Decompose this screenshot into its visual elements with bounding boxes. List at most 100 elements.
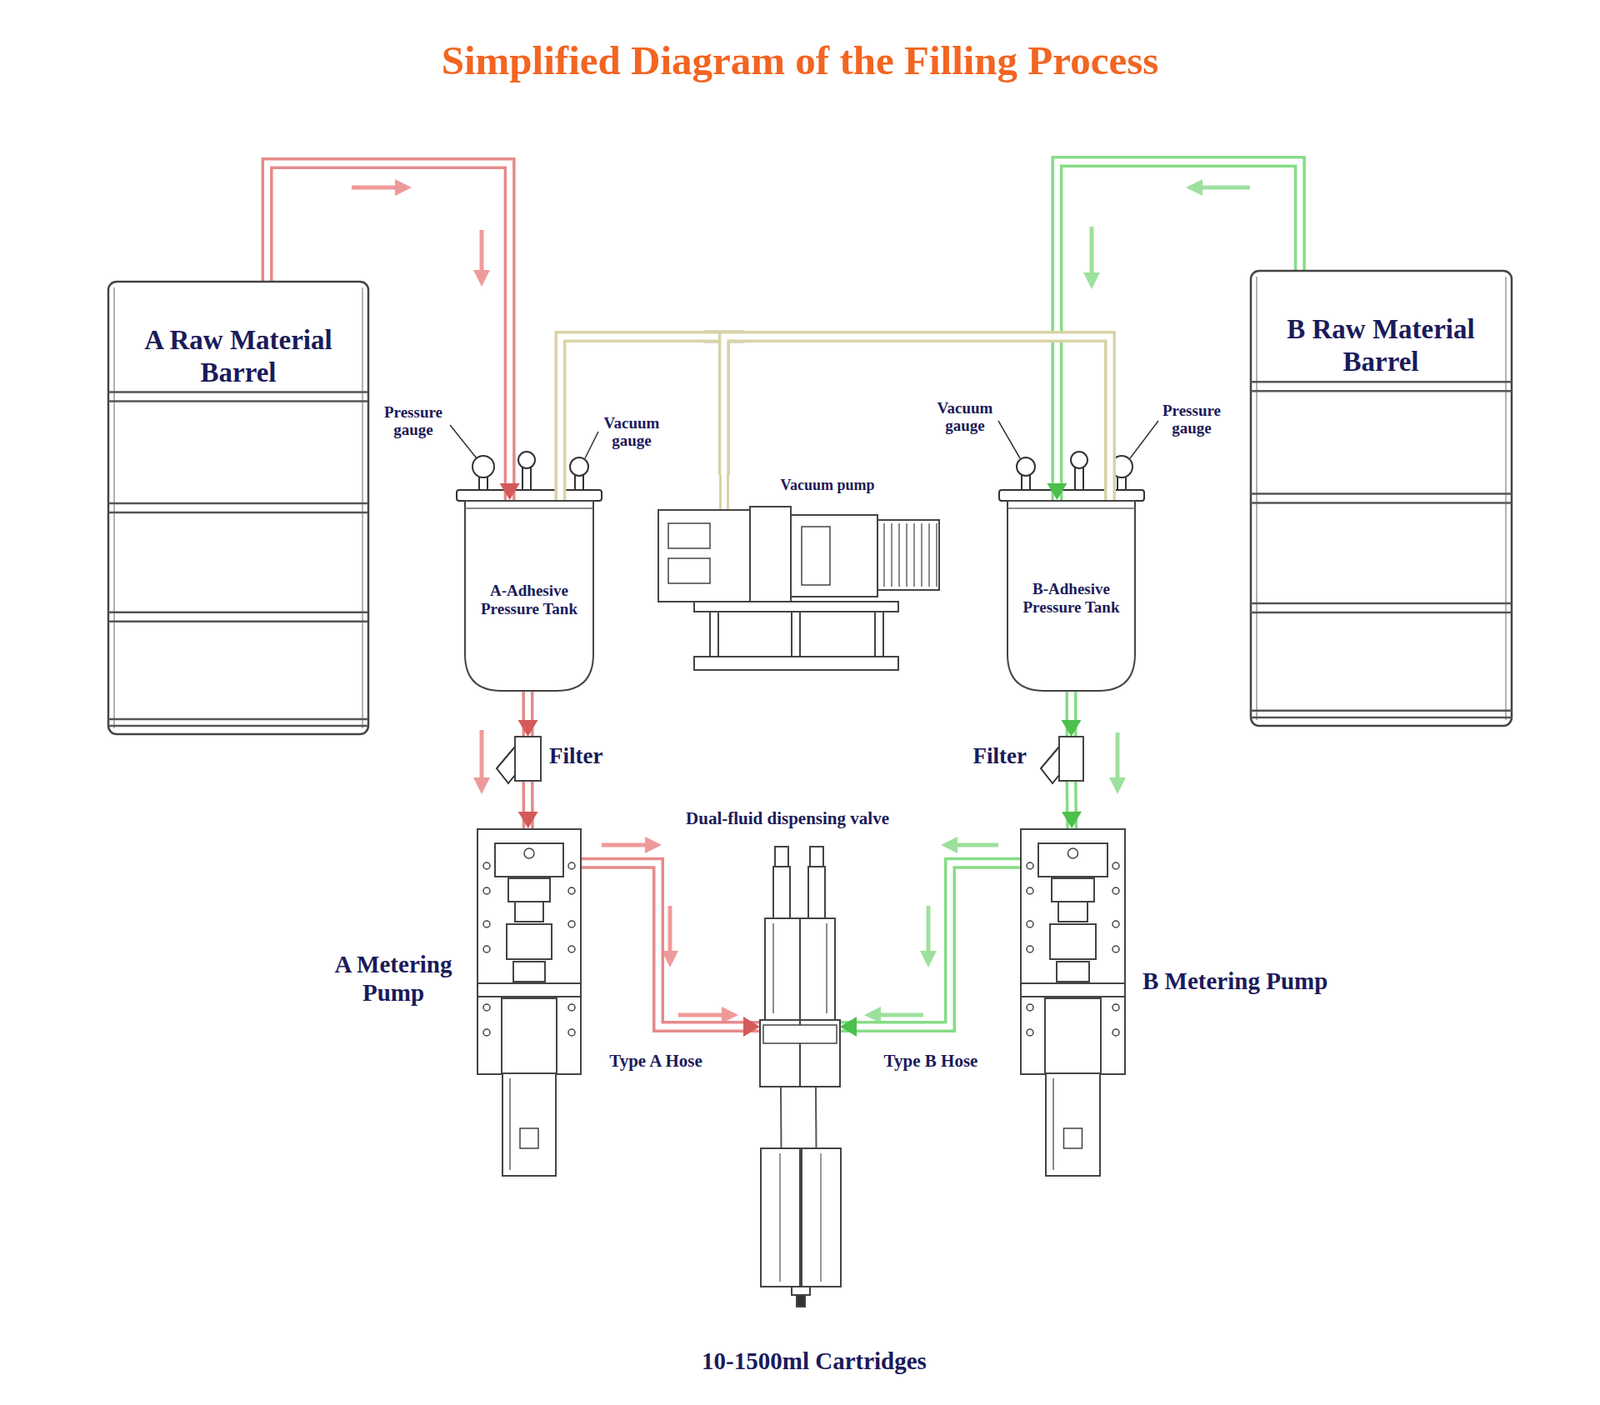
frame-hole xyxy=(1112,945,1120,953)
barrel-node: B Raw Material Barrel xyxy=(1250,270,1513,727)
column-line xyxy=(825,923,828,1014)
arrow-head xyxy=(500,483,520,500)
pump-frame xyxy=(477,829,581,1075)
tank-outline xyxy=(465,500,594,691)
filter-node: Filter xyxy=(515,736,541,781)
cart-shape xyxy=(760,1148,842,1307)
tank-rim xyxy=(1007,507,1135,510)
frame-hole xyxy=(568,1029,575,1036)
tank-rim xyxy=(465,507,594,510)
nozzle-body xyxy=(773,866,790,919)
frame-hole xyxy=(1112,862,1120,870)
frame-hole xyxy=(483,1004,490,1011)
fin-line xyxy=(898,523,900,587)
node-label: A Raw Material Barrel xyxy=(134,324,343,390)
base-foot xyxy=(694,656,899,670)
nozzle-tip xyxy=(810,846,824,867)
frame-hole xyxy=(483,945,490,953)
valve-column xyxy=(800,918,835,1020)
base-plate xyxy=(694,601,899,612)
gauge-label: Vacuum gauge xyxy=(585,414,678,450)
nozzle-tip xyxy=(775,846,789,867)
barrel-band xyxy=(108,502,369,505)
pump-coupling xyxy=(1056,961,1090,982)
inlet-port xyxy=(524,848,535,859)
flow-arrow xyxy=(949,843,999,848)
motor-line xyxy=(1052,1078,1055,1170)
base-leg xyxy=(710,611,719,657)
flow-arrow xyxy=(351,185,404,190)
pump-head xyxy=(1038,843,1108,877)
pump-gear xyxy=(515,901,544,922)
barrel-edge xyxy=(113,287,115,729)
filter-shape xyxy=(1059,736,1084,781)
cartridge-tip xyxy=(796,1295,805,1307)
cartridge-nozzle xyxy=(791,1286,810,1295)
gauge-stem xyxy=(1021,475,1030,490)
tube-line xyxy=(820,1153,822,1282)
hose-label: Type B Hose xyxy=(884,1050,979,1072)
pipe-outer xyxy=(840,863,1020,1027)
pipe-connector xyxy=(724,336,1110,500)
pump-body xyxy=(501,998,557,1074)
frame-hole xyxy=(483,862,490,870)
barrel-edge xyxy=(1505,276,1507,720)
frame-hole xyxy=(1026,1029,1034,1036)
pump-gear xyxy=(508,878,550,902)
barrel-node: A Raw Material Barrel xyxy=(107,280,370,735)
node-label: Dual-fluid dispensing valve xyxy=(654,808,921,830)
barrel-outline xyxy=(108,281,369,735)
pump-coupling xyxy=(513,961,545,982)
arrow-head xyxy=(517,720,538,737)
frame-hole xyxy=(1026,1004,1034,1011)
hose-label: Type A Hose xyxy=(609,1050,703,1072)
node-label: Vacuum pump xyxy=(765,476,890,495)
barrel-band xyxy=(1250,492,1512,495)
frame-hole xyxy=(483,920,490,928)
barrel-band xyxy=(1250,602,1512,605)
pipe-line xyxy=(780,1086,783,1149)
vpump-shape xyxy=(658,475,940,672)
nozzle-body xyxy=(808,866,825,919)
pipe-connector xyxy=(518,780,539,829)
frame-hole xyxy=(1112,920,1120,928)
valve-shape xyxy=(760,846,840,1087)
pump-panel xyxy=(668,523,710,549)
valve-stem xyxy=(522,466,531,490)
arrow-head xyxy=(840,1016,857,1037)
motor-port xyxy=(520,1128,539,1149)
filter-body xyxy=(1059,736,1084,781)
leader-line xyxy=(998,420,1020,459)
arrow-head xyxy=(518,811,539,829)
lid-plate xyxy=(456,490,602,501)
arrow-head xyxy=(1046,483,1067,500)
pipe-line xyxy=(815,1086,818,1149)
node-label: Filter xyxy=(943,743,1027,770)
filter-drain xyxy=(496,746,515,784)
barrel-band xyxy=(108,390,369,394)
tank-node: B-Adhesive Pressure Tank xyxy=(1006,500,1136,692)
frame-hole xyxy=(1026,920,1034,928)
frame-hole xyxy=(483,1029,490,1036)
frame-hole xyxy=(568,862,575,870)
vpump-node: Vacuum pump xyxy=(658,475,940,672)
vacuum-gauge-symbol xyxy=(1016,457,1035,476)
node-label: 10-1500ml Cartridges xyxy=(664,1346,965,1375)
mpump-shape xyxy=(476,828,582,1176)
leader-line xyxy=(1130,420,1159,459)
motor-body xyxy=(1045,1073,1100,1176)
leader-line xyxy=(450,425,477,459)
frame-hole xyxy=(568,1004,575,1011)
node-label: Filter xyxy=(549,743,633,770)
cart-node: 10-1500ml Cartridges xyxy=(760,1148,842,1307)
frame-hole xyxy=(1026,862,1034,870)
cartridge-tube xyxy=(801,1148,841,1287)
motor-port xyxy=(1064,1128,1083,1149)
valve-node: Dual-fluid dispensing valve xyxy=(760,846,840,1087)
base-leg xyxy=(875,611,884,657)
valve-knob xyxy=(518,451,535,469)
motor-line xyxy=(509,1078,511,1170)
mpump-node: A Metering Pump xyxy=(476,828,582,1176)
barrel-band xyxy=(108,511,369,515)
